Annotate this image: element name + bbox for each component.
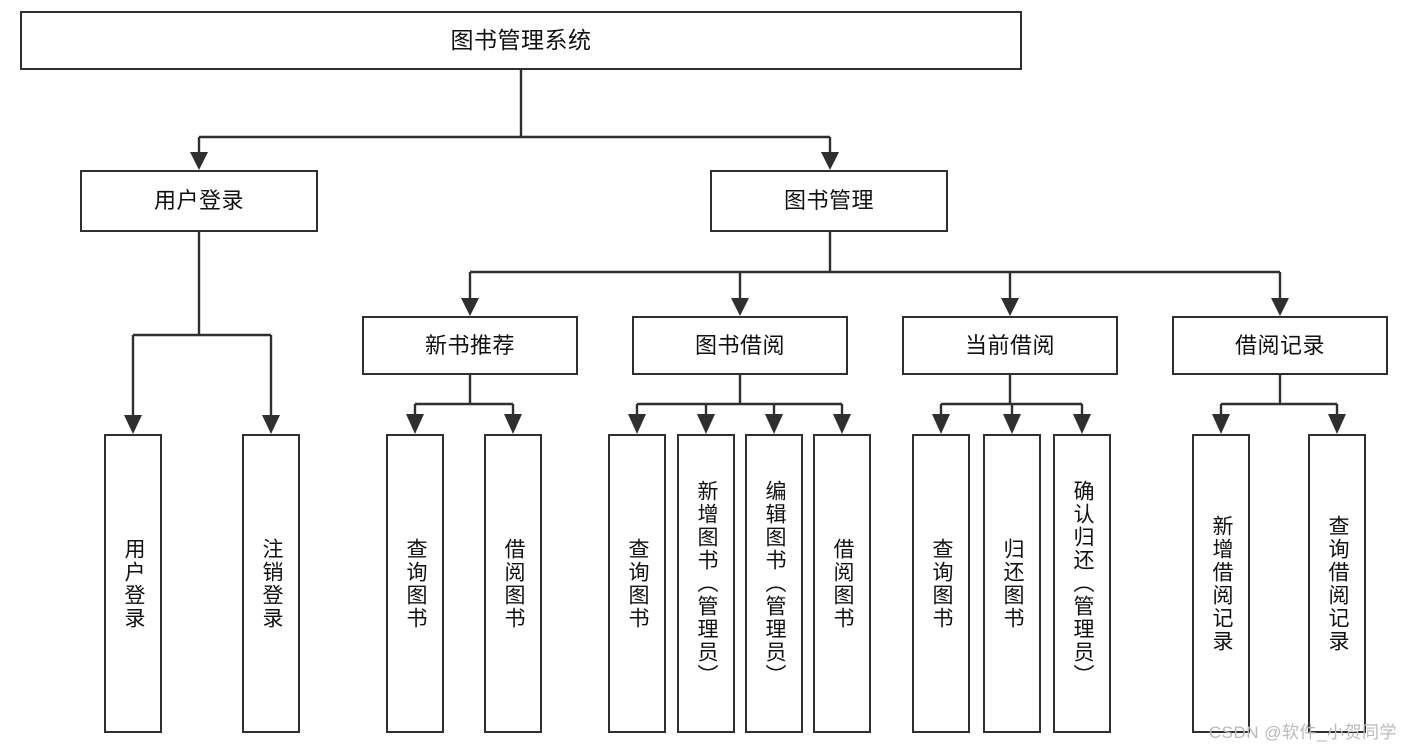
arrowhead-leaf-user-login [124, 415, 142, 434]
arrowhead-leaf-borrow-query-book [628, 414, 646, 434]
node-leaf-cur-confirm-return[interactable]: 确认归还（管理员） [1053, 434, 1111, 733]
arrowhead-new-book-rec [461, 298, 479, 316]
node-leaf-cur-query-book-label: 查询图书 [930, 537, 954, 630]
arrowhead-book-borrow [731, 298, 749, 316]
node-borrow-record[interactable]: 借阅记录 [1172, 316, 1388, 375]
node-leaf-borrow-edit-book-label: 编辑图书（管理员） [763, 480, 787, 687]
arrowhead-leaf-borrow-edit-book [765, 414, 783, 434]
node-leaf-rec-query-record[interactable]: 查询借阅记录 [1308, 434, 1366, 733]
node-leaf-rec-query-book[interactable]: 查询图书 [386, 434, 444, 733]
arrowhead-book-manage [821, 152, 839, 170]
node-leaf-user-logout[interactable]: 注销登录 [242, 434, 300, 733]
node-leaf-rec-borrow-book[interactable]: 借阅图书 [484, 434, 542, 733]
node-leaf-cur-return-book-label: 归还图书 [1001, 537, 1025, 630]
arrowhead-borrow-record [1271, 298, 1289, 316]
node-leaf-cur-confirm-return-label: 确认归还（管理员） [1071, 480, 1095, 687]
node-root[interactable]: 图书管理系统 [20, 11, 1022, 70]
node-user-login[interactable]: 用户登录 [80, 170, 318, 232]
node-leaf-borrow-borrow-book-label: 借阅图书 [831, 537, 855, 630]
arrowhead-leaf-rec-query-record [1328, 414, 1346, 434]
node-leaf-borrow-add-book[interactable]: 新增图书（管理员） [677, 434, 735, 733]
node-current-borrow-label: 当前借阅 [964, 332, 1055, 358]
node-book-manage-label: 图书管理 [783, 188, 874, 214]
node-book-manage[interactable]: 图书管理 [710, 170, 948, 232]
node-new-book-rec-label: 新书推荐 [424, 332, 515, 358]
node-book-borrow-label: 图书借阅 [694, 332, 785, 358]
arrowhead-leaf-borrow-borrow-book [833, 414, 851, 434]
arrowhead-leaf-borrow-add-book [697, 414, 715, 434]
node-book-borrow[interactable]: 图书借阅 [632, 316, 848, 375]
node-leaf-borrow-add-book-label: 新增图书（管理员） [695, 480, 719, 687]
node-leaf-user-login[interactable]: 用户登录 [104, 434, 162, 733]
node-leaf-rec-add-record[interactable]: 新增借阅记录 [1192, 434, 1250, 733]
node-leaf-borrow-query-book[interactable]: 查询图书 [608, 434, 666, 733]
node-leaf-borrow-query-book-label: 查询图书 [626, 537, 650, 630]
arrowhead-leaf-cur-confirm-return [1073, 414, 1091, 434]
arrowhead-leaf-cur-query-book [932, 414, 950, 434]
arrowhead-current-borrow [1001, 298, 1019, 316]
arrowhead-user-login [190, 152, 208, 170]
node-user-login-label: 用户登录 [153, 188, 244, 214]
node-leaf-cur-return-book[interactable]: 归还图书 [983, 434, 1041, 733]
node-leaf-rec-borrow-book-label: 借阅图书 [502, 537, 526, 630]
node-leaf-user-logout-label: 注销登录 [260, 537, 284, 630]
node-new-book-rec[interactable]: 新书推荐 [362, 316, 578, 375]
node-leaf-rec-query-book-label: 查询图书 [404, 537, 428, 630]
watermark: CSDN @软件_小贺同学 [1208, 723, 1397, 742]
arrowhead-leaf-cur-return-book [1003, 414, 1021, 434]
node-leaf-rec-query-record-label: 查询借阅记录 [1326, 514, 1350, 653]
node-borrow-record-label: 借阅记录 [1234, 332, 1325, 358]
node-leaf-cur-query-book[interactable]: 查询图书 [912, 434, 970, 733]
arrowhead-leaf-rec-add-record [1212, 414, 1230, 434]
node-leaf-borrow-borrow-book[interactable]: 借阅图书 [813, 434, 871, 733]
arrowhead-leaf-user-logout [262, 415, 280, 434]
node-current-borrow[interactable]: 当前借阅 [902, 316, 1118, 375]
arrowhead-leaf-rec-query-book [406, 414, 424, 434]
node-root-label: 图书管理系统 [450, 27, 592, 54]
arrowhead-leaf-rec-borrow-book [504, 414, 522, 434]
node-leaf-borrow-edit-book[interactable]: 编辑图书（管理员） [745, 434, 803, 733]
node-leaf-rec-add-record-label: 新增借阅记录 [1210, 514, 1234, 653]
node-leaf-user-login-label: 用户登录 [122, 537, 146, 630]
